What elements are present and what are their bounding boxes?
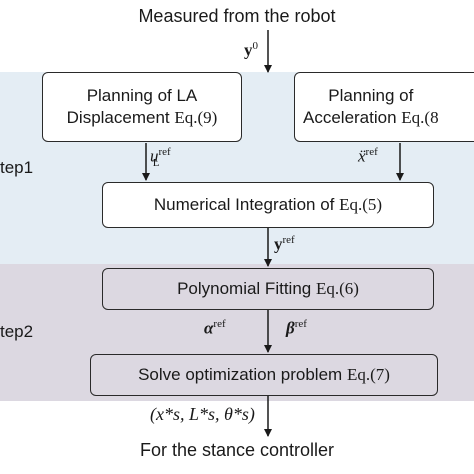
bottom-label: For the stance controller xyxy=(139,440,335,460)
polynomial-fitting-text: Polynomial Fitting xyxy=(177,279,312,298)
planning-acc-eq: Eq.(8 xyxy=(401,108,439,127)
step1-label: tep1 xyxy=(0,158,34,177)
signal-output: (x*s, L*s, θ*s) xyxy=(150,404,255,424)
box-planning-la: Planning of LA Displacement Eq.(9) xyxy=(42,72,242,142)
box-numerical-integration: Numerical Integration of Eq.(5) xyxy=(102,182,434,228)
planning-la-line2: Displacement xyxy=(66,108,170,127)
planning-acc-line1: Planning of xyxy=(328,86,414,105)
box-polynomial-fitting: Polynomial Fitting Eq.(6) xyxy=(102,268,434,310)
signal-beta-ref: βref xyxy=(286,318,307,338)
signal-alpha-ref: αref xyxy=(204,318,226,338)
polynomial-fitting-eq: Eq.(6) xyxy=(315,279,359,298)
planning-la-eq: Eq.(9) xyxy=(174,108,218,127)
signal-xdd-ref: ẍref xyxy=(358,146,378,166)
box-planning-acc: Planning of Acceleration Eq.(8 xyxy=(294,72,474,142)
planning-acc-line2: Acceleration xyxy=(303,108,397,127)
signal-y-ref: yref xyxy=(274,234,295,254)
planning-la-line1: Planning of LA xyxy=(86,86,198,105)
solve-optimization-text: Solve optimization problem xyxy=(138,365,343,384)
signal-uL-ref: urefL xyxy=(150,146,171,170)
numerical-integration-eq: Eq.(5) xyxy=(339,195,383,214)
numerical-integration-text: Numerical Integration of xyxy=(153,195,335,214)
solve-optimization-eq: Eq.(7) xyxy=(346,365,390,384)
step2-label: tep2 xyxy=(0,322,34,341)
box-solve-optimization: Solve optimization problem Eq.(7) xyxy=(90,354,438,396)
signal-y0: y0 xyxy=(244,40,258,60)
top-label: Measured from the robot xyxy=(138,6,336,26)
